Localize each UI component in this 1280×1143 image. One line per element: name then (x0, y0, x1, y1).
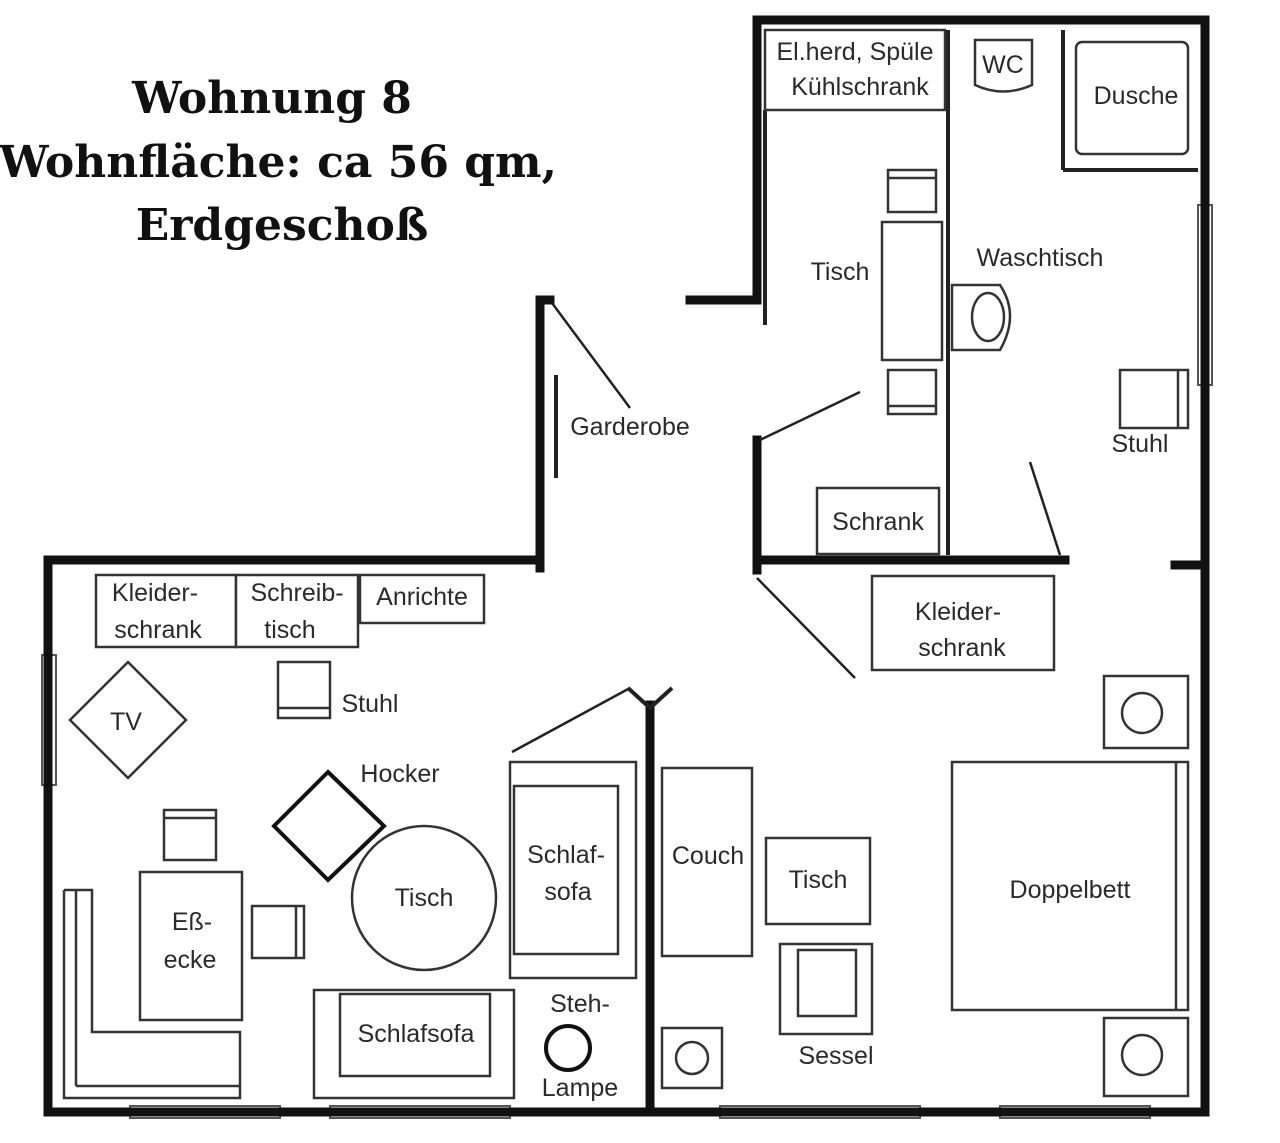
plan-title: Wohnung 8 Wohnfläche: ca 56 qm, Erdgesch… (0, 73, 557, 251)
title-floor: Erdgeschoß (136, 200, 429, 251)
sofa-bed-vertical-seat (512, 784, 620, 956)
lamp-bottom-icon (1120, 1033, 1164, 1077)
wardrobe-bedroom-label-2: schrank (918, 634, 1006, 662)
lamp-left-icon (674, 1040, 710, 1076)
bedroom: Kleider- schrank Couch Tisch Sessel Dopp… (660, 574, 1190, 1098)
desk-label-2: tisch (264, 616, 315, 644)
living-room: Kleider- schrank Schreib- tisch Anrichte… (62, 573, 638, 1102)
dining-table (138, 870, 244, 1022)
wardrobe-living-label-2: schrank (114, 616, 202, 644)
nightstand-bottom (1102, 1016, 1190, 1098)
tv (68, 660, 188, 780)
desk (234, 573, 360, 649)
kitchen: El.herd, Spüle Kühlschrank Tisch Schrank (763, 28, 947, 556)
wall-north-east (685, 15, 1210, 570)
shower (1074, 40, 1190, 156)
sofa-bed-horizontal-seat (338, 992, 492, 1078)
door-living (511, 686, 631, 754)
wall-living-outer (43, 555, 660, 1117)
kitchen-table (880, 220, 944, 362)
door-entrance (550, 302, 632, 409)
doors (511, 302, 1062, 754)
door-bath (1028, 461, 1062, 556)
door-bedroom (756, 577, 856, 679)
bedroom-table (764, 836, 872, 926)
bath-chair (1118, 368, 1190, 430)
wardrobe-living-label-1: Kleider- (112, 579, 198, 607)
couch-label: Couch (672, 842, 744, 870)
double-bed (950, 760, 1190, 1012)
round-table-label: Tisch (395, 884, 454, 912)
bathroom: WC Dusche Waschtisch Stuhl (950, 38, 1190, 458)
dining-label-2: ecke (164, 946, 217, 974)
kitchen-label-2: Kühlschrank (791, 73, 929, 101)
wardrobe-bedroom (870, 574, 1056, 672)
kitchen-counter (763, 28, 947, 112)
floor-lamp (544, 1024, 592, 1072)
tv-label: TV (110, 708, 142, 736)
shower-label: Dusche (1094, 82, 1179, 110)
armchair-label: Sessel (798, 1042, 873, 1070)
kitchen-chair-bottom (886, 368, 938, 416)
title-apartment: Wohnung 8 (131, 73, 412, 124)
double-bed-label: Doppelbett (1010, 876, 1131, 904)
schrank (815, 486, 941, 556)
corner-bench (62, 888, 242, 1100)
wall-bedroom-outer (650, 560, 1210, 1117)
title-area: Wohnfläche: ca 56 qm, (0, 137, 557, 188)
kitchen-table-label: Tisch (811, 258, 870, 286)
sink-basin (970, 291, 1006, 343)
dining-label-1: Eß- (172, 908, 212, 936)
wardrobe-bedroom-label-1: Kleider- (915, 598, 1001, 626)
sofa-bed-vertical-label-2: sofa (544, 878, 591, 906)
sofa-bed-vertical-label-1: Schlaf- (527, 841, 605, 869)
sideboard-label: Anrichte (376, 583, 468, 611)
living-chair (276, 660, 332, 720)
hocker-label: Hocker (360, 760, 439, 788)
walls (43, 15, 1210, 1117)
kitchen-label-1: El.herd, Spüle (776, 38, 933, 66)
garderobe-label: Garderobe (570, 413, 690, 441)
schrank-label: Schrank (832, 508, 924, 536)
living-chair-label: Stuhl (342, 690, 399, 718)
couch (660, 766, 754, 958)
wc-label: WC (982, 51, 1024, 79)
wall-hall-west (535, 295, 555, 573)
desk-label-1: Schreib- (250, 579, 343, 607)
wardrobe-living (94, 573, 238, 649)
stool (271, 769, 387, 883)
kitchen-chair-top (886, 168, 938, 214)
lamp-top-icon (1120, 691, 1164, 735)
round-table (350, 824, 498, 972)
wall-partition-cap (626, 686, 674, 711)
sofa-bed-horizontal-label: Schlafsofa (358, 1020, 475, 1048)
floor-lamp-label-2: Lampe (542, 1074, 618, 1102)
door-kitchen (759, 390, 861, 442)
floor-lamp-label-1: Steh- (550, 990, 610, 1018)
waschtisch-label: Waschtisch (977, 244, 1104, 272)
sideboard (358, 573, 486, 625)
wc-toilet (973, 38, 1034, 93)
armchair-seat (796, 948, 858, 1018)
bath-chair-label: Stuhl (1112, 430, 1169, 458)
bedroom-table-label: Tisch (789, 866, 848, 894)
